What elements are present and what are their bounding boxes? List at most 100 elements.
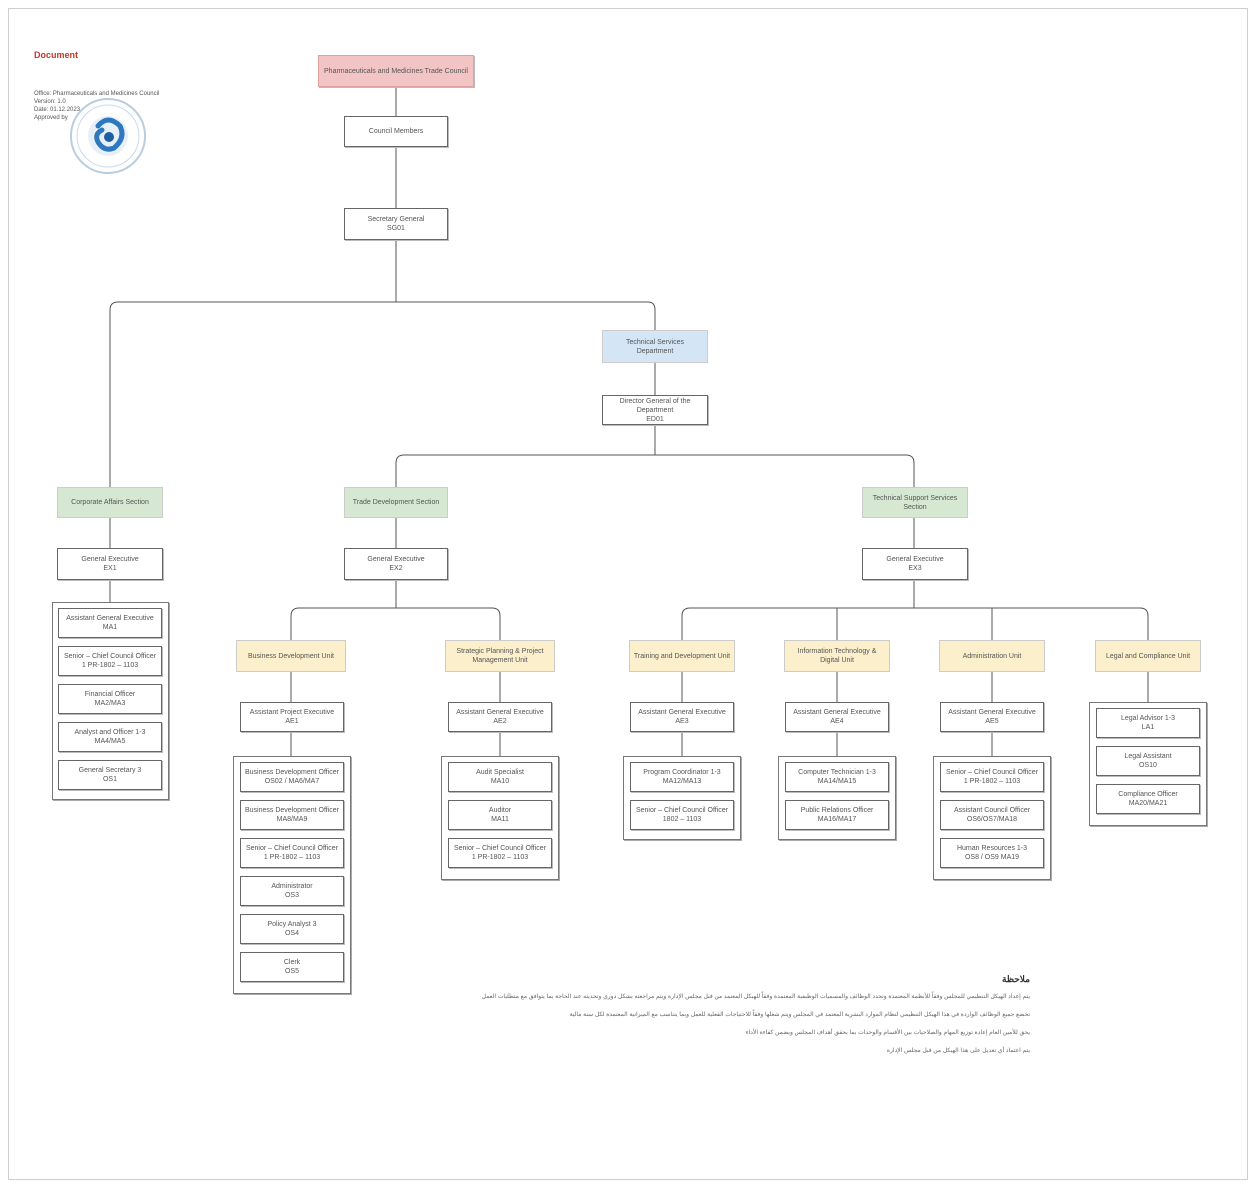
note-item: يتم اعتماد أي تعديل على هذا الهيكل من قب…	[886, 1048, 1030, 1054]
position-code: MA11	[491, 816, 509, 823]
note-item: تخضع جميع الوظائف الواردة في هذا الهيكل …	[569, 1012, 1030, 1018]
unit-head-training[interactable]: Assistant General Executive AE3	[630, 702, 734, 732]
unit-head-planning[interactable]: Assistant General Executive AE2	[448, 702, 552, 732]
staff-position[interactable]: General Secretary 3 OS1	[58, 760, 162, 790]
position-code: 1 PR-1802 – 1103	[81, 662, 139, 669]
position-title: General Secretary 3	[78, 767, 142, 774]
council-node[interactable]: Pharmaceuticals and Medicines Trade Coun…	[318, 55, 474, 87]
unit-administration[interactable]: Administration Unit	[939, 640, 1045, 672]
node-title: General Executive	[81, 556, 139, 563]
position-code: LA1	[1141, 724, 1155, 731]
position-title: Assistant General Executive	[66, 615, 154, 622]
unit-information-technology[interactable]: Information Technology & Digital Unit	[784, 640, 890, 672]
notes-section: ملاحظة يتم إعداد الهيكل التنظيمي للمجلس …	[440, 975, 1030, 1065]
position-code: 1 PR-1802 – 1103	[263, 854, 321, 861]
node-code: AE1	[285, 718, 299, 725]
unit-head-it[interactable]: Assistant General Executive AE4	[785, 702, 889, 732]
staff-position[interactable]: Policy Analyst 3 OS4	[240, 914, 344, 944]
position-title: Public Relations Officer	[800, 807, 874, 814]
note-item: يتم إعداد الهيكل التنظيمي للمجلس وفقاً ل…	[481, 994, 1030, 1000]
staff-position[interactable]: Senior – Chief Council Officer 1802 – 110…	[630, 800, 734, 830]
node-title: Assistant General Executive	[948, 709, 1036, 716]
node-title: Director General of the Department	[619, 397, 691, 414]
council-members-node[interactable]: Council Members	[344, 116, 448, 147]
position-title: Legal Advisor 1-3	[1120, 715, 1176, 722]
support-section-node[interactable]: Technical Support Services Section	[862, 487, 968, 518]
unit-business-development[interactable]: Business Development Unit	[236, 640, 346, 672]
position-code: OS1	[102, 776, 117, 783]
corporate-section-node[interactable]: Corporate Affairs Section	[57, 487, 163, 518]
position-title: Financial Officer	[84, 691, 136, 698]
node-code: EX2	[389, 565, 403, 572]
position-code: 1 PR-1802 – 1103	[471, 854, 529, 861]
unit-strategic-planning[interactable]: Strategic Planning & Project Management …	[445, 640, 555, 672]
node-title: Assistant General Executive	[456, 709, 544, 716]
corporate-executive-node[interactable]: General Executive EX1	[57, 548, 163, 580]
node-subtitle: Department	[636, 347, 674, 355]
position-title: Program Coordinator 1-3	[643, 769, 721, 776]
position-code: OS10	[1139, 762, 1157, 769]
staff-position[interactable]: Senior – Chief Council Officer 1 PR-1802 …	[448, 838, 552, 868]
meta-office: Office: Pharmaceuticals and Medicines Co…	[34, 91, 160, 97]
node-title: General Executive	[886, 556, 944, 563]
node-title: General Executive	[367, 556, 425, 563]
notes-title: ملاحظة	[1002, 974, 1030, 984]
unit-head-admin[interactable]: Assistant General Executive AE5	[940, 702, 1044, 732]
position-title: Assistant Council Officer	[953, 807, 1031, 814]
position-title: Senior – Chief Council Officer	[453, 845, 547, 852]
node-title: Technical Services	[626, 338, 684, 346]
technical-services-node[interactable]: Technical Services Department	[602, 330, 708, 363]
secretary-general-node[interactable]: Secretary General SG01	[344, 208, 448, 240]
development-executive-node[interactable]: General Executive EX2	[344, 548, 448, 580]
node-code: AE4	[830, 718, 844, 725]
official-seal-logo	[70, 98, 146, 174]
meta-version: Version: 1.0	[34, 99, 66, 105]
unit-training[interactable]: Training and Development Unit	[629, 640, 735, 672]
meta-date: Date: 01.12.2023	[34, 107, 81, 113]
position-code: OS8 / OS9 MA19	[964, 854, 1020, 861]
staff-position[interactable]: Senior – Chief Council Officer 1 PR-1802 …	[58, 646, 162, 676]
position-title: Senior – Chief Council Officer	[63, 653, 157, 660]
position-title: Policy Analyst 3	[267, 921, 317, 928]
position-title: Senior – Chief Council Officer	[635, 807, 729, 814]
development-section-node[interactable]: Trade Development Section	[344, 487, 448, 518]
node-code: EX1	[103, 565, 117, 572]
position-code: 1802 – 1103	[662, 816, 702, 823]
unit-head-business[interactable]: Assistant Project Executive AE1	[240, 702, 344, 732]
node-title: Assistant Project Executive	[249, 709, 335, 716]
position-code: MA10	[490, 778, 510, 785]
support-executive-node[interactable]: General Executive EX3	[862, 548, 968, 580]
node-code: AE5	[985, 718, 999, 725]
unit-legal[interactable]: Legal and Compliance Unit	[1095, 640, 1201, 672]
technical-director-node[interactable]: Director General of the Department ED01	[602, 395, 708, 425]
position-code: OS4	[284, 930, 299, 937]
position-code: MA2/MA3	[94, 700, 126, 707]
node-code: AE3	[675, 718, 689, 725]
document-page	[8, 8, 1248, 1180]
position-code: MA1	[102, 624, 118, 631]
node-code: SG01	[387, 225, 405, 232]
node-title: Assistant General Executive	[638, 709, 726, 716]
position-code: OS3	[284, 892, 299, 899]
position-title: Compliance Officer	[1118, 791, 1178, 798]
